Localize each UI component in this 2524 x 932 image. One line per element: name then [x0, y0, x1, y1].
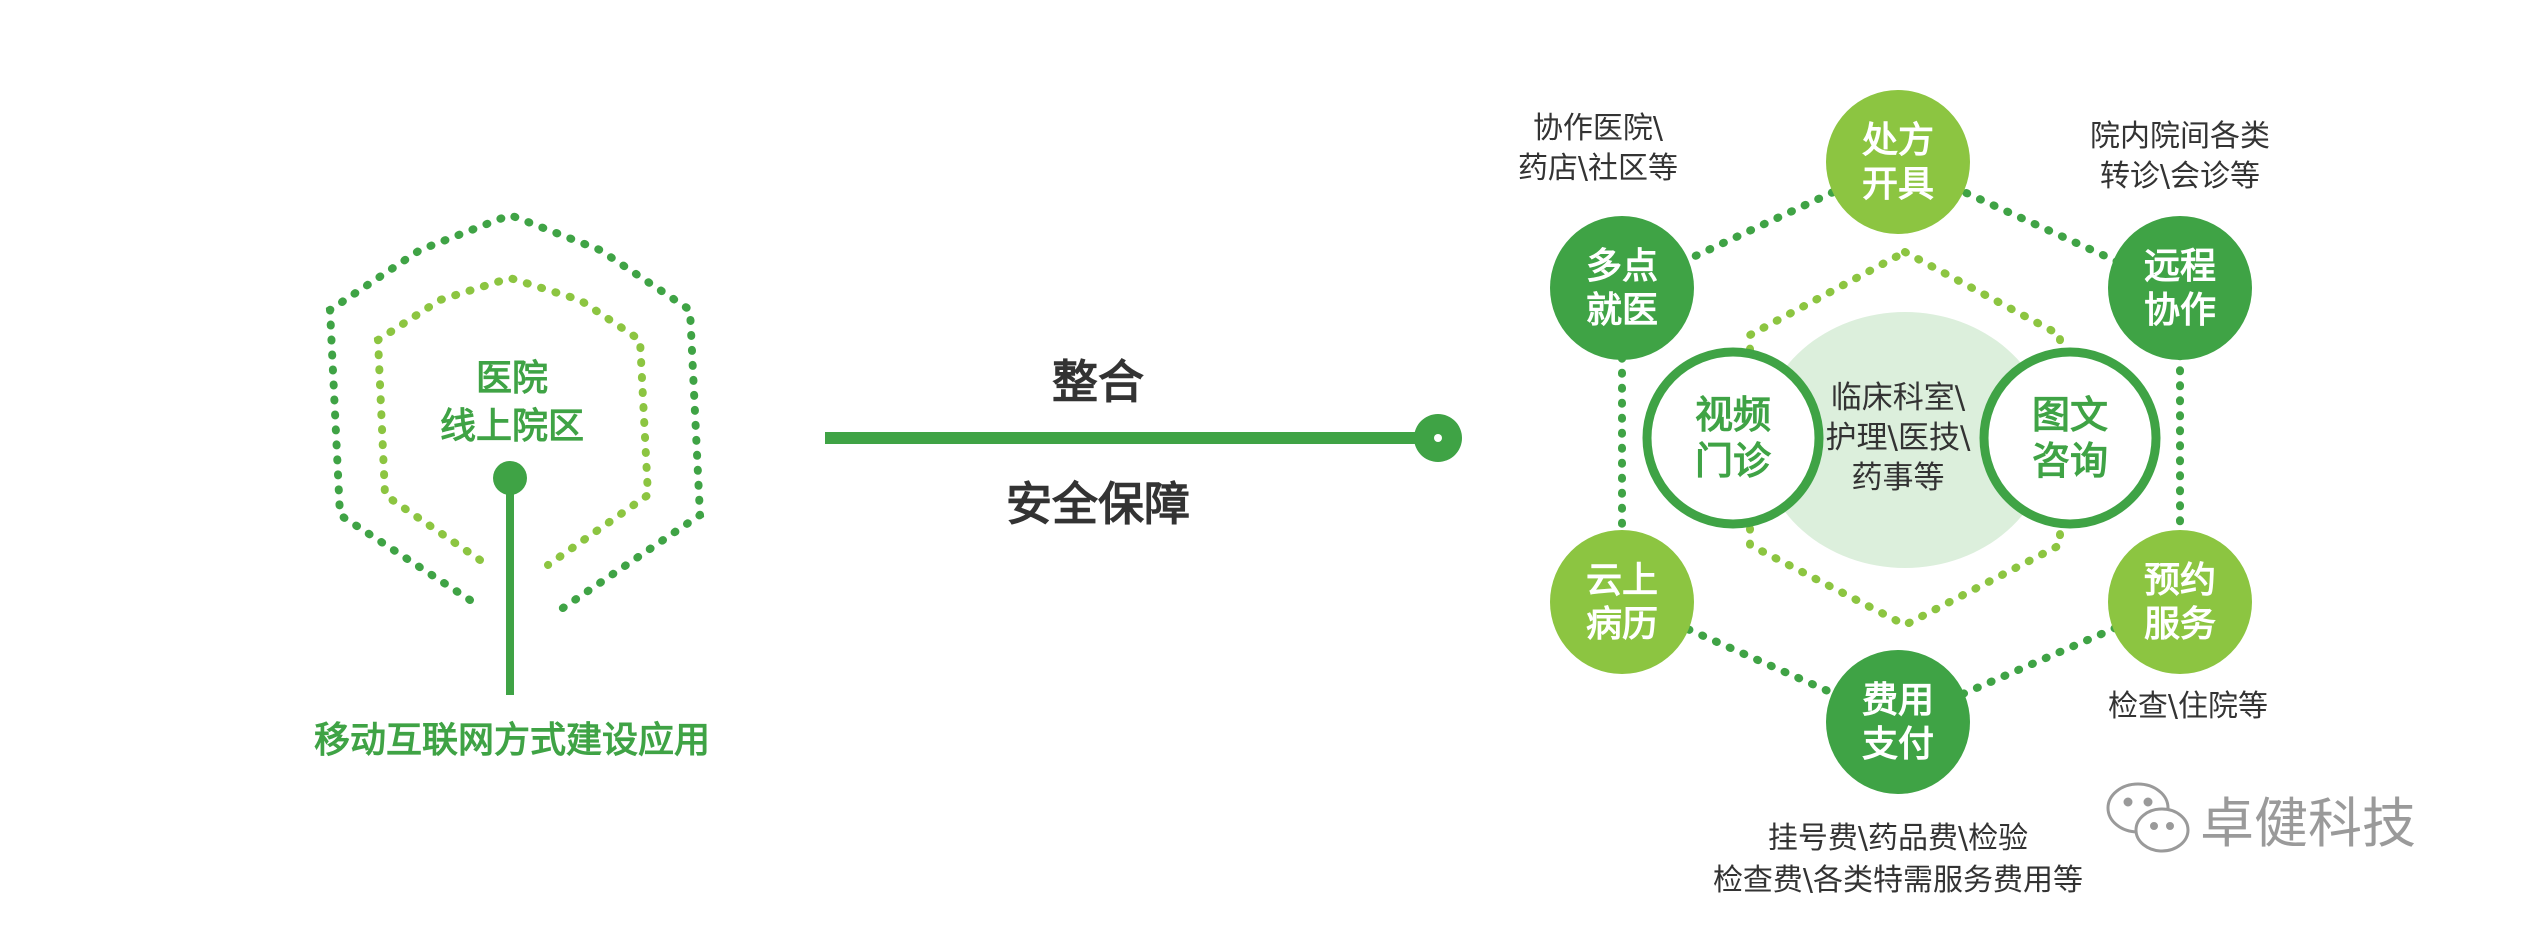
node-payment-line2: 支付 [1862, 724, 1934, 765]
node-prescription-line1: 处方 [1862, 120, 1934, 161]
node-remote-collab: 远程 协作 [2108, 216, 2252, 360]
node-cloud-records: 云上 病历 [1550, 530, 1694, 674]
text-consult-circle: 图文 咨询 [1979, 347, 2161, 529]
middle-top-label: 整合 [1052, 355, 1144, 409]
annotation-top-right-line1: 院内院间各类 [2090, 119, 2270, 154]
node-multi-site: 多点 就医 [1550, 216, 1694, 360]
annotation-bottom-right-line1: 检查\住院等 [2108, 689, 2268, 724]
outer-dotted-arc [325, 210, 705, 614]
center-text-line2: 护理\医技\ [1826, 420, 1971, 456]
node-appointment-line2: 服务 [2144, 604, 2216, 645]
inner-dotted-arc [373, 273, 653, 569]
node-remote-collab-line1: 远程 [2144, 246, 2216, 287]
annotation-top-right-line2: 转诊\会诊等 [2100, 159, 2260, 194]
watermark: 卓健科技 [2106, 782, 2416, 855]
left-emblem: 医院 线上院区 移动互联网方式建设应用 [314, 210, 710, 761]
node-multi-site-line2: 就医 [1586, 290, 1658, 331]
center-text-line1: 临床科室\ [1831, 380, 1966, 416]
video-clinic-line1: 视频 [1695, 393, 1771, 437]
stem-dot [493, 461, 527, 495]
node-payment: 费用 支付 [1826, 650, 1970, 794]
wechat-icon [2106, 782, 2190, 853]
center-blob [1760, 312, 2050, 568]
connector-end-center [1434, 434, 1442, 442]
left-caption: 移动互联网方式建设应用 [314, 720, 710, 761]
node-prescription-line2: 开具 [1862, 164, 1934, 205]
annotation-bottom-line2: 检查费\各类特需服务费用等 [1713, 863, 2083, 898]
left-title-line2: 线上院区 [440, 406, 584, 447]
video-clinic-circle: 视频 门诊 [1642, 347, 1824, 529]
node-prescription: 处方 开具 [1826, 90, 1970, 234]
node-appointment-line1: 预约 [2144, 560, 2216, 601]
annotation-bottom-line1: 挂号费\药品费\检验 [1768, 821, 2028, 856]
center-text-line3: 药事等 [1852, 460, 1945, 496]
node-cloud-records-line1: 云上 [1586, 560, 1658, 601]
middle-connector: 整合 安全保障 [825, 355, 1462, 531]
node-appointment: 预约 服务 [2108, 530, 2252, 674]
annotation-top-left-line1: 协作医院\ [1533, 111, 1664, 146]
video-clinic-line2: 门诊 [1695, 439, 1772, 483]
inner-dotted-hexagon [1746, 247, 2064, 630]
left-title-line1: 医院 [476, 358, 548, 399]
node-remote-collab-line2: 协作 [2144, 290, 2216, 331]
annotation-top-left-line2: 药店\社区等 [1518, 151, 1678, 186]
node-payment-line1: 费用 [1862, 680, 1934, 721]
middle-bottom-label: 安全保障 [1006, 477, 1190, 531]
node-cloud-records-line2: 病历 [1586, 604, 1658, 645]
service-hexagon: 临床科室\ 护理\医技\ 药事等 视频 门诊 图文 咨询 处方 开具 多点 就医 [1518, 90, 2270, 898]
text-consult-line1: 图文 [2032, 393, 2108, 437]
text-consult-line2: 咨询 [2032, 439, 2108, 483]
node-multi-site-line1: 多点 [1586, 246, 1658, 287]
watermark-text: 卓健科技 [2200, 792, 2416, 855]
